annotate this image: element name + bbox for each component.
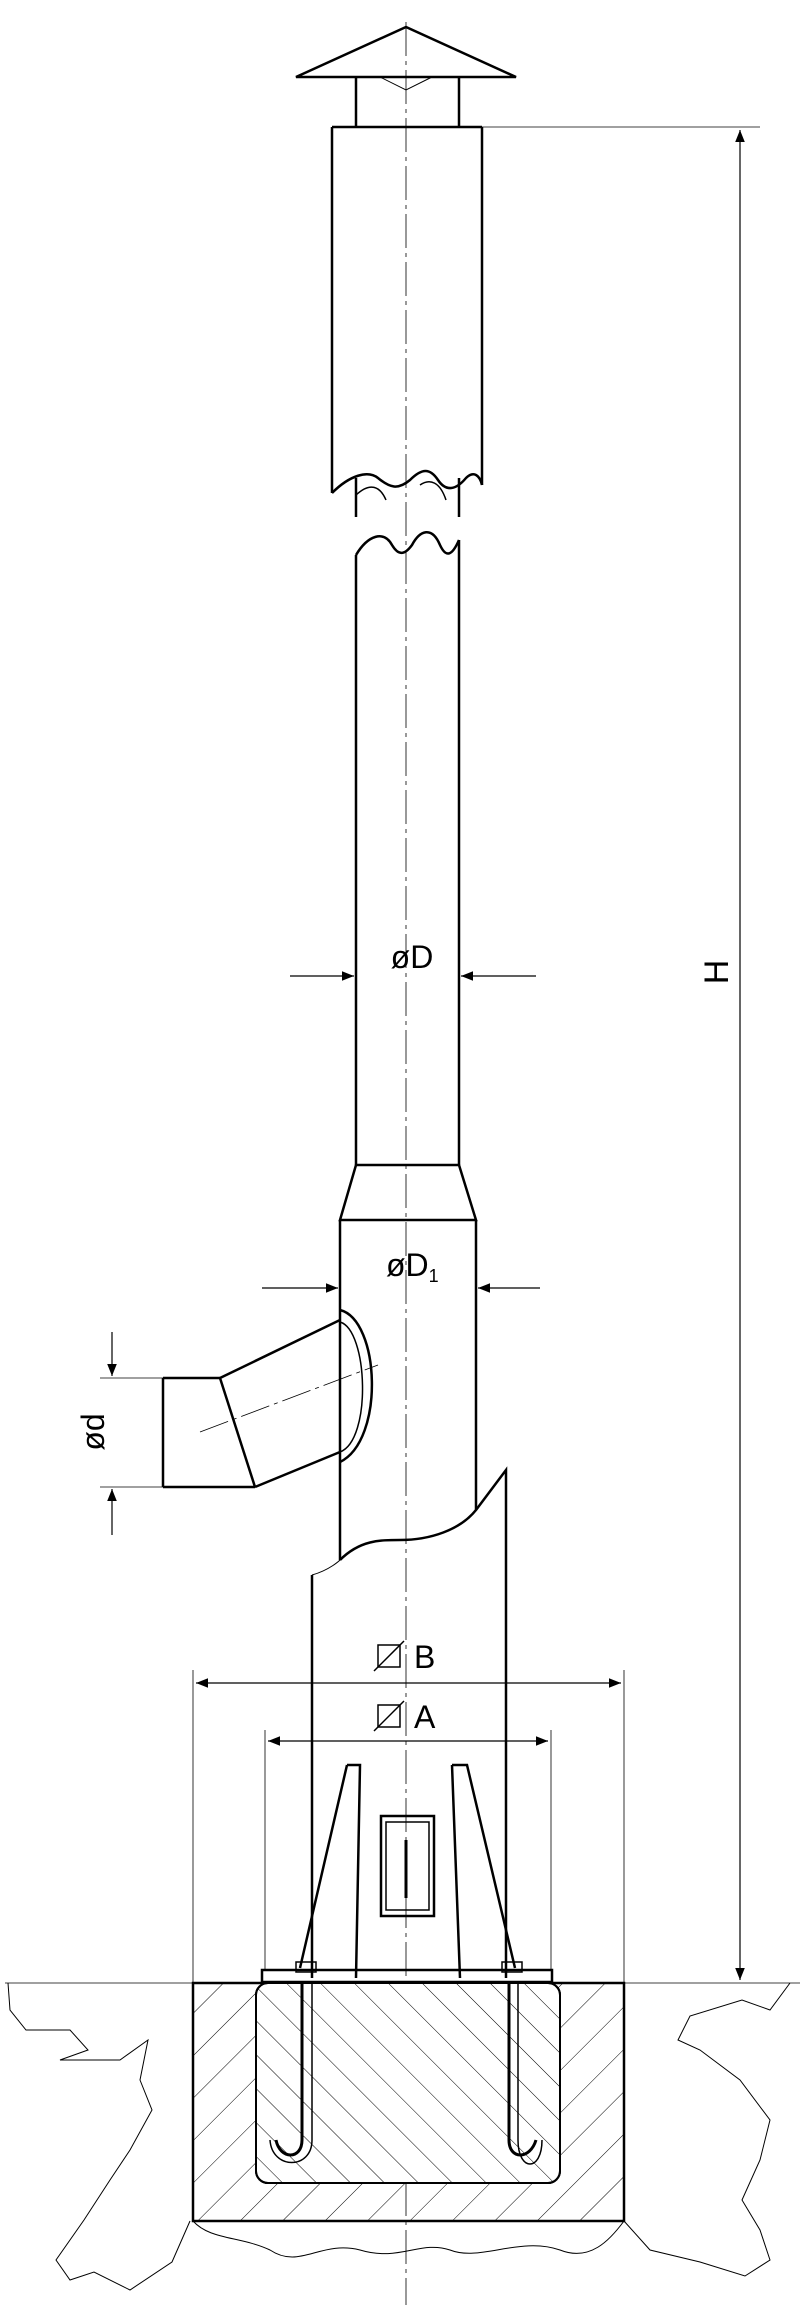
square-b-symbol [377,1644,401,1668]
height-label: H [698,960,736,985]
diameter-D-label: øD [391,939,434,975]
foundation [191,1981,626,2223]
ground [5,1982,800,2291]
dimension-diameter-d-branch: ød [75,1332,163,1535]
dimension-square-b: B [192,1639,625,1983]
dimension-height: H [482,126,760,1980]
base-pipe [310,1220,508,1978]
dimension-diameter-d1: øD1 [262,1247,540,1293]
support-brackets [298,1763,517,1979]
square-B-label: B [414,1639,435,1675]
dimension-square-a: A [264,1699,552,1970]
anchor-bolts [269,1961,543,2165]
diameter-D1-subscript: 1 [429,1266,439,1286]
square-a-symbol [377,1704,401,1728]
chimney-cap [295,25,517,127]
diameter-D1-text: øD [386,1247,429,1283]
diameter-D1-label: øD1 [386,1247,439,1286]
dimension-diameter-d-upper: øD [290,939,536,981]
diameter-d-label: ød [75,1413,111,1450]
square-A-label: A [414,1699,436,1735]
inner-pipe [338,531,478,1222]
side-branch [161,1308,379,1489]
upper-pipe [330,125,484,517]
